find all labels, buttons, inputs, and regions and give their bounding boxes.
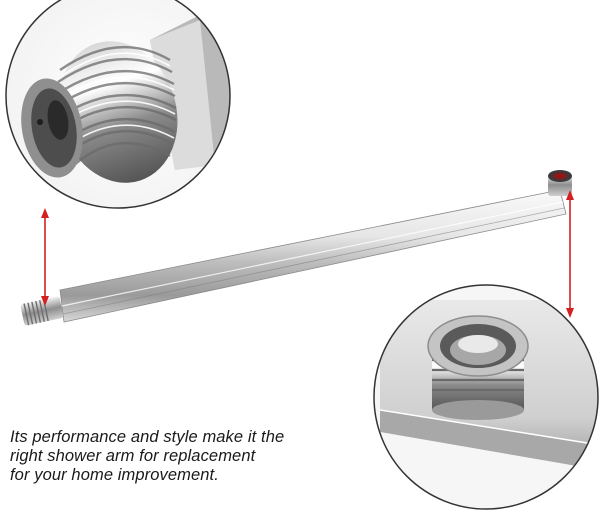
shower-arm-bar — [20, 170, 572, 326]
thread-closeup-circle — [5, 0, 231, 209]
left-pointer-arrow — [41, 208, 49, 306]
outlet-closeup-circle — [373, 284, 599, 510]
caption-line-2: right shower arm for replacement — [10, 447, 256, 465]
caption-line-1: Its performance and style make it the — [10, 428, 285, 446]
caption-line-3: for your home improvement. — [10, 466, 219, 484]
product-caption: Its performance and style make it the ri… — [10, 428, 330, 485]
right-pointer-arrow — [566, 190, 574, 318]
